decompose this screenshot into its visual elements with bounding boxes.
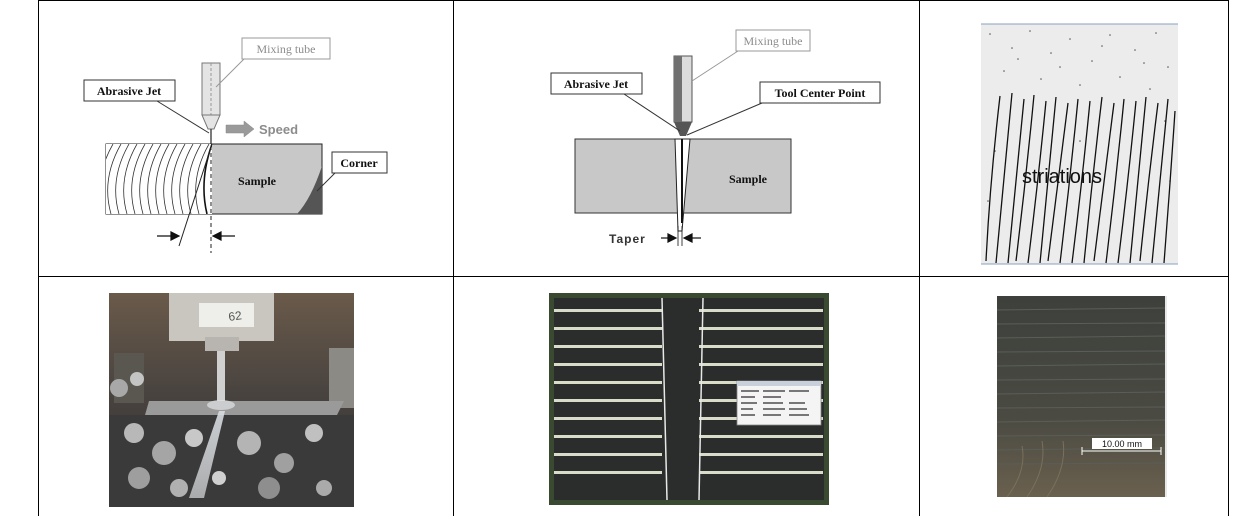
surface-striations bbox=[997, 307, 1167, 497]
sample-label: Sample bbox=[238, 174, 277, 188]
head-marking: 62 bbox=[227, 308, 242, 324]
striations-sketch: striations bbox=[920, 1, 1228, 276]
striation-lines bbox=[985, 92, 1176, 264]
grid-right-border bbox=[1228, 0, 1229, 516]
cutting-diagram: Mixing tube Abrasive Jet Speed Sample Co… bbox=[39, 1, 453, 276]
corner-label: Corner bbox=[340, 156, 378, 170]
tool-center-point-label: Tool Center Point bbox=[775, 86, 866, 100]
water-jet-spray bbox=[189, 411, 225, 498]
taper-measure-arrows bbox=[661, 226, 701, 246]
grid-top-border bbox=[38, 0, 1229, 1]
striations-label: striations bbox=[1022, 166, 1102, 188]
mixing-tube-shape bbox=[201, 62, 221, 144]
taper-diagram: Mixing tube Abrasive Jet Tool Center Poi… bbox=[454, 1, 919, 276]
abrasive-jet-label: Abrasive Jet bbox=[97, 84, 161, 98]
sample-label: Sample bbox=[729, 172, 768, 186]
kerf-measure-arrows bbox=[157, 231, 235, 241]
metal-debris bbox=[109, 372, 354, 507]
speed-label: Speed bbox=[259, 122, 298, 137]
grid-divider-1 bbox=[453, 0, 454, 516]
figure-grid: Mixing tube Abrasive Jet Speed Sample Co… bbox=[38, 0, 1229, 516]
mixing-tube-label: Mixing tube bbox=[257, 42, 316, 56]
cut-striations bbox=[106, 144, 212, 214]
measurement-window bbox=[736, 380, 822, 426]
corner-region bbox=[297, 166, 322, 214]
grid-left-border bbox=[38, 0, 39, 516]
mixing-tube-label: Mixing tube bbox=[744, 34, 803, 48]
taper-label: Taper bbox=[609, 232, 646, 246]
striated-surface-photo: 10.00 mm bbox=[997, 296, 1167, 497]
speckle-dots bbox=[987, 30, 1171, 202]
scale-bar-label: 10.00 mm bbox=[1102, 439, 1142, 449]
waterjet-machine-photo: 62 bbox=[109, 293, 354, 507]
speed-arrow-icon bbox=[225, 120, 255, 138]
mixing-tube-shape bbox=[673, 55, 693, 136]
kerf-taper-photo bbox=[549, 293, 829, 505]
grid-middle-border bbox=[38, 276, 1229, 277]
grid-divider-2 bbox=[919, 0, 920, 516]
abrasive-jet-label: Abrasive Jet bbox=[564, 77, 628, 91]
